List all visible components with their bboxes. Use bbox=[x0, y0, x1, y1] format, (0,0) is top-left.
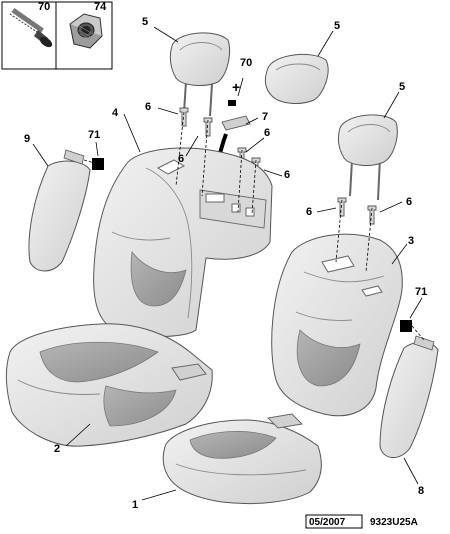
callout-9: 9 bbox=[24, 133, 30, 145]
callout-70-center: 70 bbox=[240, 57, 252, 69]
headrest-middle bbox=[264, 54, 329, 104]
callout-71-right: 71 bbox=[415, 286, 427, 298]
side-bolster-right bbox=[379, 320, 439, 458]
callout-71-left: 71 bbox=[88, 129, 100, 141]
headrest-right bbox=[337, 114, 398, 201]
callout-1: 1 bbox=[132, 499, 138, 511]
callout-74-inset: 74 bbox=[94, 1, 107, 13]
clip-right bbox=[400, 320, 412, 332]
callout-6-e: 6 bbox=[306, 206, 312, 218]
callout-70-inset: 70 bbox=[38, 1, 50, 13]
callout-2: 2 bbox=[54, 443, 60, 455]
footer: 05/2007 9323U25A bbox=[305, 514, 418, 529]
seat-cushion-right bbox=[162, 413, 322, 504]
leader-lines bbox=[32, 26, 423, 501]
plus-symbol: + bbox=[232, 79, 240, 95]
callout-6-f: 6 bbox=[406, 196, 412, 208]
clip-left bbox=[92, 158, 104, 170]
callout-5-middle: 5 bbox=[334, 20, 340, 32]
backrest-left bbox=[93, 147, 273, 337]
nut-icon bbox=[69, 13, 103, 49]
side-bolster-left bbox=[28, 149, 104, 272]
backrest-right bbox=[271, 233, 403, 417]
callout-5-left: 5 bbox=[142, 16, 148, 28]
screw-icon bbox=[9, 8, 53, 48]
callout-6-b: 6 bbox=[178, 153, 184, 165]
callout-4: 4 bbox=[112, 107, 119, 119]
callout-6-a: 6 bbox=[145, 101, 151, 113]
seat-cushion-left bbox=[5, 323, 213, 447]
callout-3: 3 bbox=[408, 235, 414, 247]
callout-8: 8 bbox=[418, 485, 424, 497]
callout-7: 7 bbox=[262, 111, 268, 123]
callout-5-right: 5 bbox=[399, 81, 405, 93]
assembly-lines bbox=[83, 111, 425, 341]
footer-date: 05/2007 bbox=[309, 517, 346, 528]
headrest-left bbox=[169, 32, 231, 117]
footer-reference: 9323U25A bbox=[370, 517, 418, 528]
callout-6-c: 6 bbox=[264, 127, 270, 139]
callout-6-d: 6 bbox=[284, 169, 290, 181]
